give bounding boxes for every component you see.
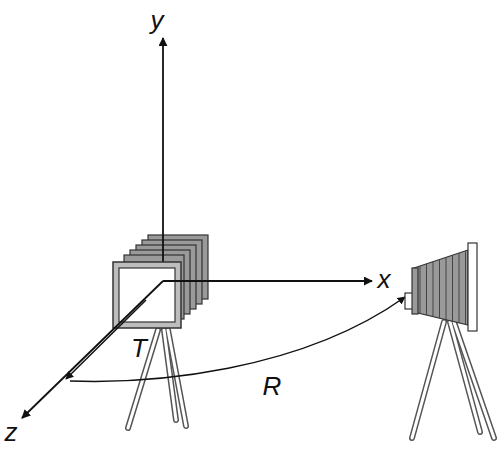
bellows-fold xyxy=(465,251,466,325)
bellows-fold xyxy=(459,253,460,323)
tripod xyxy=(412,322,494,438)
bellows-fold xyxy=(426,264,427,315)
bellows-fold xyxy=(446,257,447,319)
y-axis xyxy=(162,38,164,282)
bellows-fold xyxy=(452,255,453,321)
rotation-arrow xyxy=(70,297,405,381)
tripod xyxy=(412,322,494,438)
bellows-fold xyxy=(439,260,440,319)
transform-label: R xyxy=(263,373,282,399)
axis-label: x xyxy=(378,266,391,292)
axis-label: z xyxy=(5,419,18,445)
bellows-fold xyxy=(420,266,421,313)
camera-front xyxy=(113,262,181,328)
x-axis xyxy=(163,280,372,282)
camera-side xyxy=(405,243,477,331)
z-axis xyxy=(22,281,163,418)
axis-label: y xyxy=(151,7,164,33)
bellows-fold xyxy=(433,262,434,317)
translation-arrow xyxy=(66,300,146,379)
transform-label: T xyxy=(131,335,147,361)
